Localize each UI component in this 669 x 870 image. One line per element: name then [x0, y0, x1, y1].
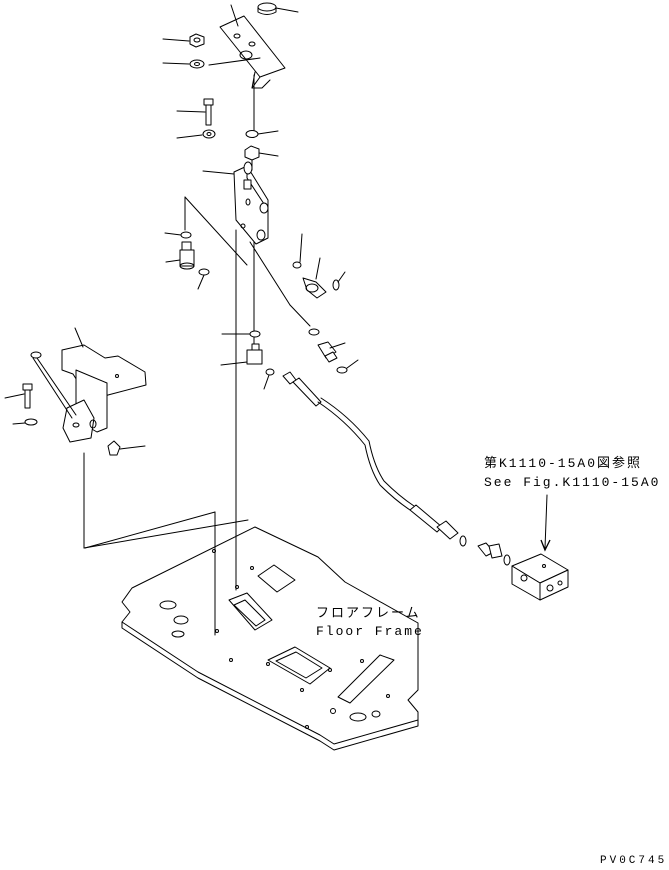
- valve-block: [202, 161, 269, 245]
- short-bolt-left: [4, 383, 33, 409]
- fitting-center-lower: [220, 343, 263, 366]
- adapter: [477, 542, 511, 566]
- washer-left: [12, 418, 38, 426]
- o-ring-right-1: [292, 233, 303, 269]
- o-ring-left: [164, 231, 192, 239]
- washer-center: [176, 129, 216, 139]
- left-bracket: [61, 327, 147, 443]
- nut-top-left: [162, 33, 205, 48]
- washer-right: [245, 130, 279, 138]
- hose: [282, 371, 467, 547]
- reference-en: See Fig.K1110-15A0: [484, 475, 660, 490]
- assembly-leader-lines: [83, 74, 311, 636]
- long-bolt: [30, 351, 77, 419]
- floor-frame-plate: [121, 526, 419, 751]
- washer-top-left: [162, 59, 205, 69]
- clamp-left: [107, 440, 146, 456]
- floor-frame-label-jp: フロアフレーム: [316, 606, 421, 621]
- nut-right: [244, 145, 279, 161]
- bolt-center: [176, 98, 214, 126]
- o-ring-right-2: [332, 271, 346, 291]
- fitting-left: [165, 241, 195, 270]
- o-ring-center-lower: [221, 330, 261, 338]
- fitting-lower-right: [317, 341, 346, 363]
- cap: [257, 2, 299, 15]
- elbow-right: [302, 257, 327, 299]
- cap-center-lower: [263, 368, 275, 390]
- top-bracket: [208, 4, 286, 89]
- cap-lower-right: [336, 359, 359, 374]
- o-ring-lower: [308, 328, 320, 336]
- reference-jp: 第K1110-15A0図参照: [484, 455, 642, 471]
- drawing-code: PV0C745: [600, 855, 667, 867]
- floor-frame-label-en: Floor Frame: [316, 624, 424, 639]
- cap-small-left: [197, 268, 210, 290]
- distribution-block: [511, 494, 569, 601]
